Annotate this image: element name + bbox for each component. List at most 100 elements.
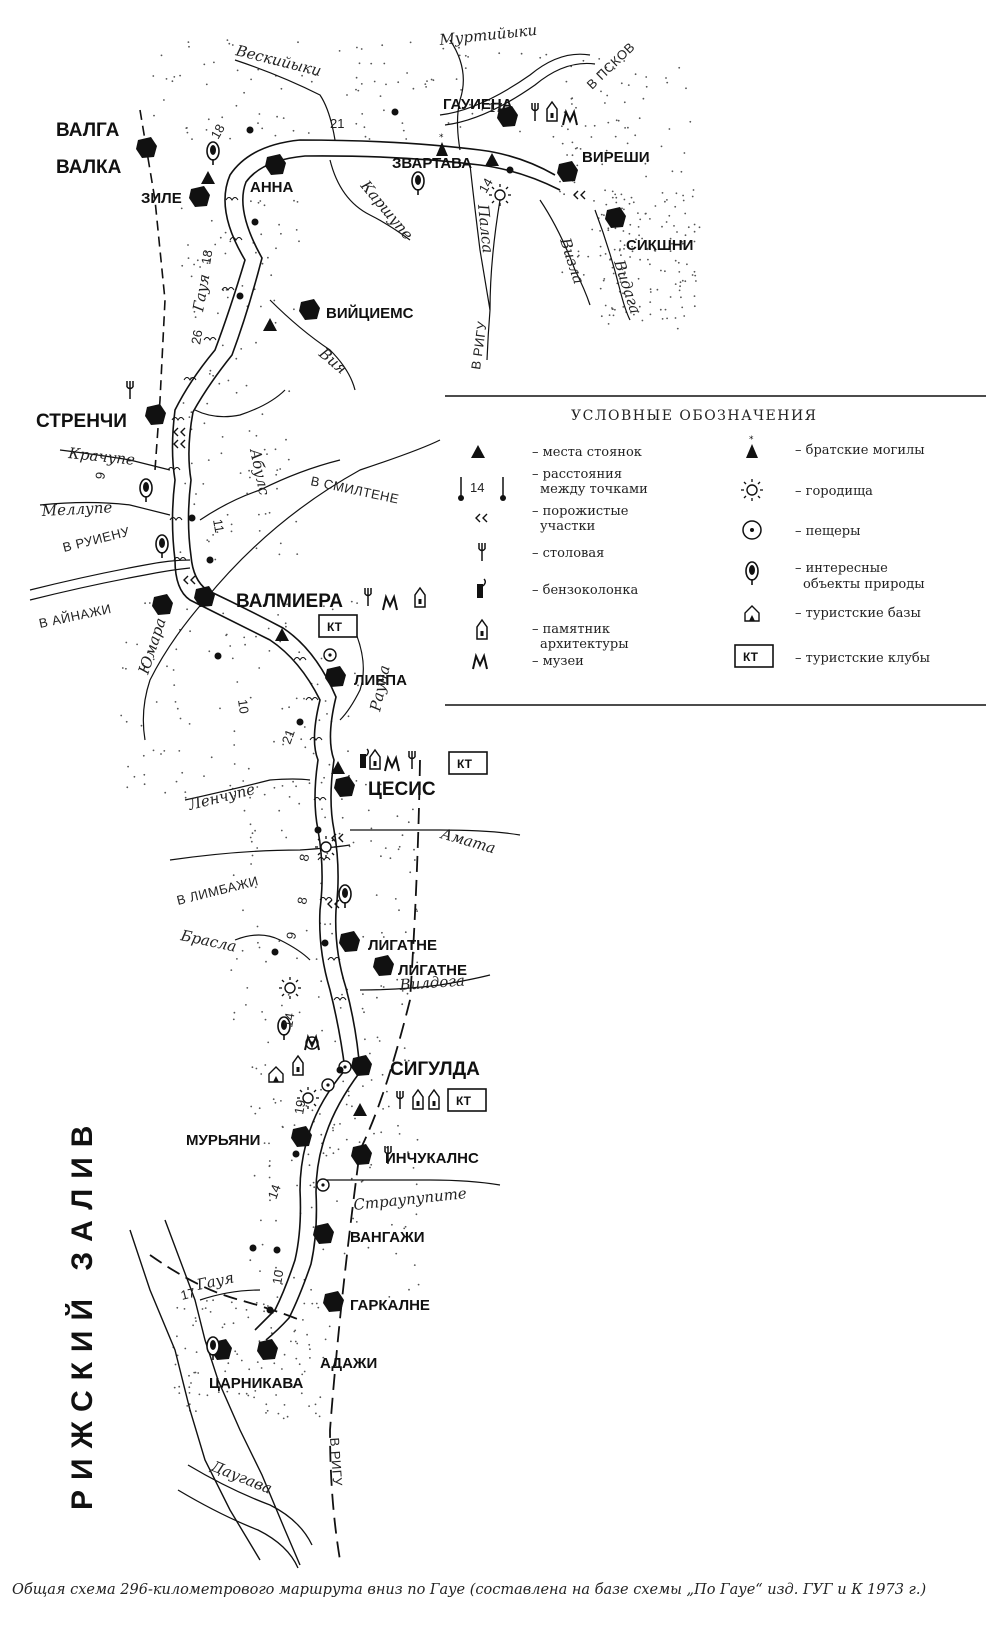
legend-label-rapids: – порожистые: [532, 504, 629, 519]
campsite-icon: [471, 445, 485, 458]
label-ligatne-2: ЛИГАТНЕ: [398, 962, 467, 979]
coastline: [129, 1219, 301, 1566]
label-road-riga-south: В РИГУ: [327, 1437, 345, 1487]
distance-label: 14: [265, 1182, 284, 1201]
distance-label: 10: [269, 1269, 286, 1286]
distance-label: 14: [476, 175, 496, 195]
distance-label: 11: [210, 518, 227, 534]
legend-label-nature: – интересные: [795, 561, 888, 576]
label-river-vidaga: Видага: [610, 257, 645, 316]
label-carnikava: ЦАРНИКАВА: [209, 1375, 303, 1392]
label-river-gauja-north: Гауя: [189, 273, 213, 314]
legend-label-distance-2: между точками: [540, 482, 648, 497]
tourist-club-icon: КТ: [734, 644, 774, 668]
label-zile: ЗИЛЕ: [141, 190, 182, 207]
museum-icon: [472, 655, 488, 670]
label-inchukalns: ИНЧУКАЛНС: [385, 1150, 479, 1167]
label-viyciems: ВИЙЦИЕМС: [326, 304, 414, 322]
label-road-aynazhi: В АЙНАЖИ: [38, 601, 113, 631]
legend-label-hillforts: – городища: [795, 484, 873, 499]
hillfort-icon: [740, 478, 764, 502]
river-bank-hatching: [167, 197, 347, 1001]
label-valka: ВАЛКА: [56, 157, 122, 178]
label-river-straupupite: Страупупите: [353, 1184, 468, 1214]
distance-label: 26: [188, 329, 205, 346]
label-river-vizla: Визла: [556, 235, 588, 287]
label-road-limbazhi: В ЛИМБАЖИ: [175, 873, 260, 908]
legend-title: УСЛОВНЫЕ ОБОЗНАЧЕНИЯ: [571, 408, 817, 424]
distance-marker-icon: 14: [458, 477, 506, 501]
label-adazhi: АДАЖИ: [320, 1355, 377, 1372]
distance-label: 9: [92, 471, 108, 481]
canteen-icon: [478, 542, 486, 562]
label-river-lenchupe: Ленчупе: [186, 780, 257, 814]
legend-label-clubs: – туристские клубы: [795, 651, 930, 666]
label-garkalne: ГАРКАЛНЕ: [350, 1297, 430, 1314]
label-ligatne-1: ЛИГАТНЕ: [368, 937, 437, 954]
label-muryani: МУРЬЯНИ: [186, 1132, 260, 1149]
kt-club-boxes: КТ КТ КТ: [318, 614, 488, 1112]
distance-label: 19: [291, 1099, 308, 1116]
map-caption: Общая схема 296-километрового маршрута в…: [12, 1582, 927, 1598]
label-gulf-of-riga: РИЖСКИЙ ЗАЛИВ: [65, 1116, 99, 1510]
legend-label-canteen: – столовая: [532, 546, 604, 561]
distance-label: 21: [279, 727, 298, 746]
label-sigulda: СИГУЛДА: [390, 1059, 480, 1080]
label-road-smiltene: В СМИЛТЕНЕ: [309, 473, 400, 506]
label-sikshni: СИКШНИ: [626, 237, 693, 254]
label-zvartava: ЗВАРТАВА: [392, 155, 472, 172]
label-vireshi: ВИРЕШИ: [582, 149, 649, 166]
legend-label-nature-2: объекты природы: [803, 577, 925, 592]
legend-label-museum: – музеи: [532, 654, 584, 669]
label-anna: АННА: [250, 179, 293, 196]
nature-object-icon: [745, 561, 759, 586]
label-river-gauja-south: Гауя: [194, 1269, 235, 1295]
legend-label-rapids-2: участки: [540, 519, 595, 534]
legend-label-bases: – туристские базы: [795, 606, 921, 621]
distance-label: 21: [330, 116, 344, 131]
legend-label-distance: – расстояния: [532, 467, 622, 482]
roads: [29, 53, 596, 1561]
label-river-yumara: Юмара: [134, 616, 169, 678]
kt-box-sigulda: КТ: [456, 1094, 472, 1108]
town-labels: ВАЛГА ВАЛКА ЗИЛЕ АННА ГАУИЕНА ЗВАРТАВА В…: [36, 96, 693, 1392]
label-road-riga-north: В РИГУ: [468, 320, 490, 370]
cave-icon: [742, 520, 762, 540]
distance-label: 17: [179, 1285, 197, 1303]
distance-label: 9: [283, 931, 299, 941]
daugava-river: [177, 1464, 313, 1569]
label-cesis: ЦЕСИС: [368, 779, 436, 800]
lowland-stipple: [120, 39, 701, 1420]
label-river-veskiyyki: Вескийыки: [233, 41, 323, 80]
distance-label: 17: [488, 100, 502, 115]
kt-box-cesis: КТ: [457, 757, 473, 771]
distance-label: 18: [198, 249, 215, 266]
label-river-amata: Амата: [438, 824, 498, 857]
river-labels: Вескийыки Муртийыки Каршупе Палса Визла …: [40, 21, 644, 1498]
mass-grave-icon: [746, 435, 758, 458]
label-river-brasla: Брасла: [178, 926, 238, 956]
label-liepa: ЛИЕПА: [354, 672, 407, 689]
tributaries: [39, 39, 631, 1301]
label-road-ruienu: В РУИЕНУ: [61, 524, 131, 555]
label-valga: ВАЛГА: [56, 120, 120, 141]
distance-label: 18: [208, 121, 228, 141]
distance-labels: 21 17 18 14 18 26 9 11 10 21 8 8 9 14 19…: [92, 100, 502, 1303]
label-strenchi: СТРЕНЧИ: [36, 411, 127, 432]
label-river-abuls: Абулс: [246, 446, 274, 497]
label-river-karshupe: Каршупе: [356, 176, 417, 243]
label-river-daugava: Даугава: [208, 1457, 275, 1498]
legend-label-graves: – братские могилы: [795, 443, 925, 458]
kt-box-valmiera: КТ: [327, 620, 343, 634]
distance-label: 10: [235, 698, 252, 714]
label-gauiena: ГАУИЕНА: [443, 96, 513, 113]
label-river-murtiyeki: Муртийыки: [438, 21, 538, 49]
legend-label-campsites: – места стоянок: [532, 445, 642, 460]
legend-label-caves: – пещеры: [795, 524, 860, 539]
label-valmiera: ВАЛМИЕРА: [236, 591, 343, 612]
label-vangazhi: ВАНГАЖИ: [350, 1229, 424, 1246]
legend-distance-sample: 14: [470, 480, 484, 495]
label-river-mellupe: Меллупе: [40, 498, 113, 520]
rapids-icon: [475, 513, 488, 523]
